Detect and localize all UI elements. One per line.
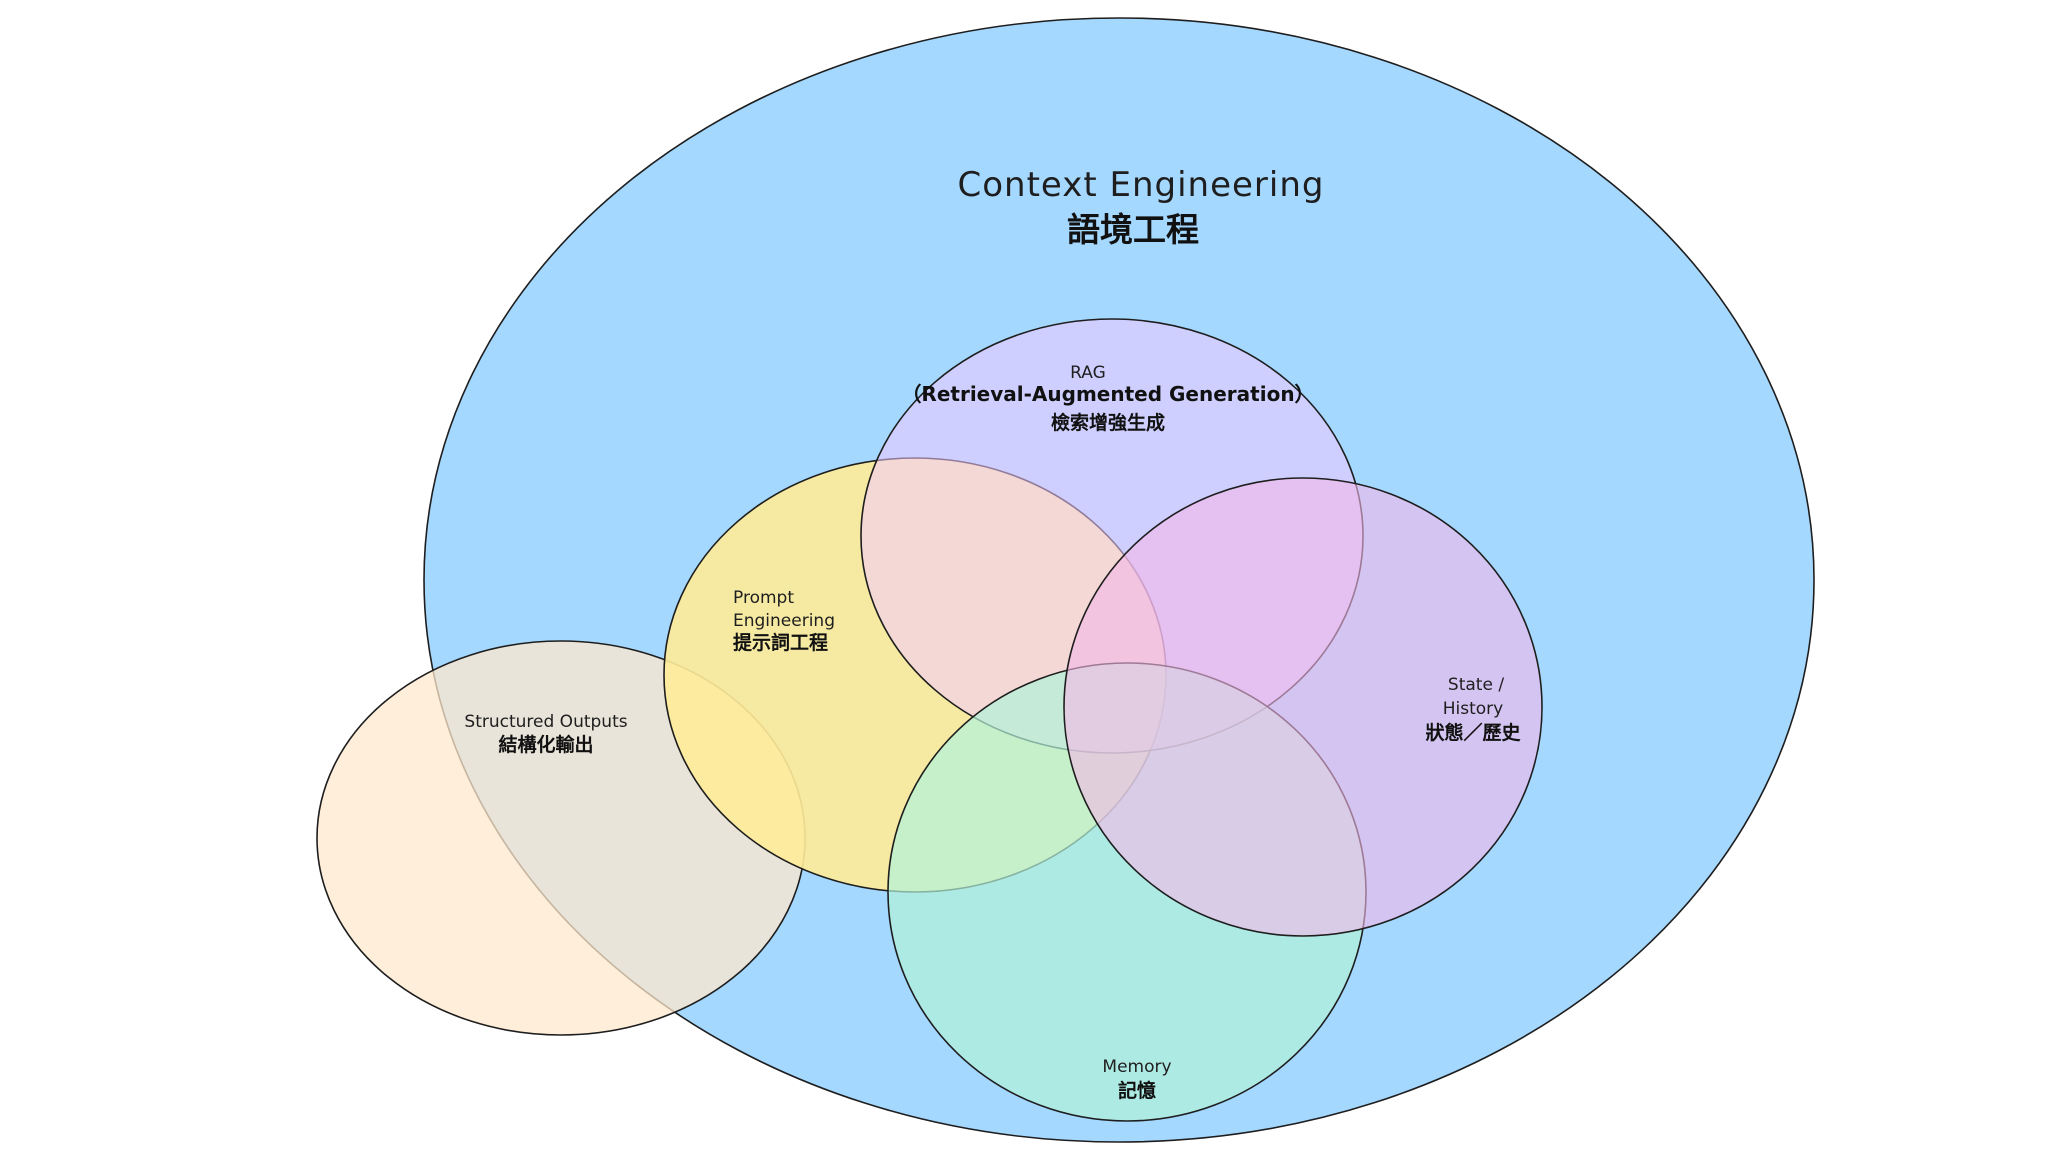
rag-zh-label: 檢索增強生成: [1051, 411, 1165, 434]
prompt-zh-label: 提示詞工程: [733, 631, 828, 654]
memory-label: Memory: [1102, 1057, 1171, 1077]
state-label-line2: History: [1443, 699, 1503, 719]
title-zh: 語境工程: [1067, 210, 1199, 249]
rag-label: RAG: [1070, 363, 1106, 383]
structured-outputs-zh-label: 結構化輸出: [498, 733, 593, 756]
memory-zh-label: 記憶: [1118, 1079, 1156, 1102]
prompt-label-line1: Prompt: [733, 588, 794, 608]
title-en: Context Engineering: [957, 165, 1324, 205]
rag-full-label: （Retrieval-Augmented Generation）: [901, 382, 1314, 406]
structured-outputs-label: Structured Outputs: [464, 712, 627, 732]
state-history-circle: [1063, 477, 1543, 937]
state-label-line1: State /: [1448, 675, 1504, 695]
state-zh-label: 狀態／歷史: [1425, 721, 1521, 744]
prompt-label-line2: Engineering: [733, 611, 835, 631]
